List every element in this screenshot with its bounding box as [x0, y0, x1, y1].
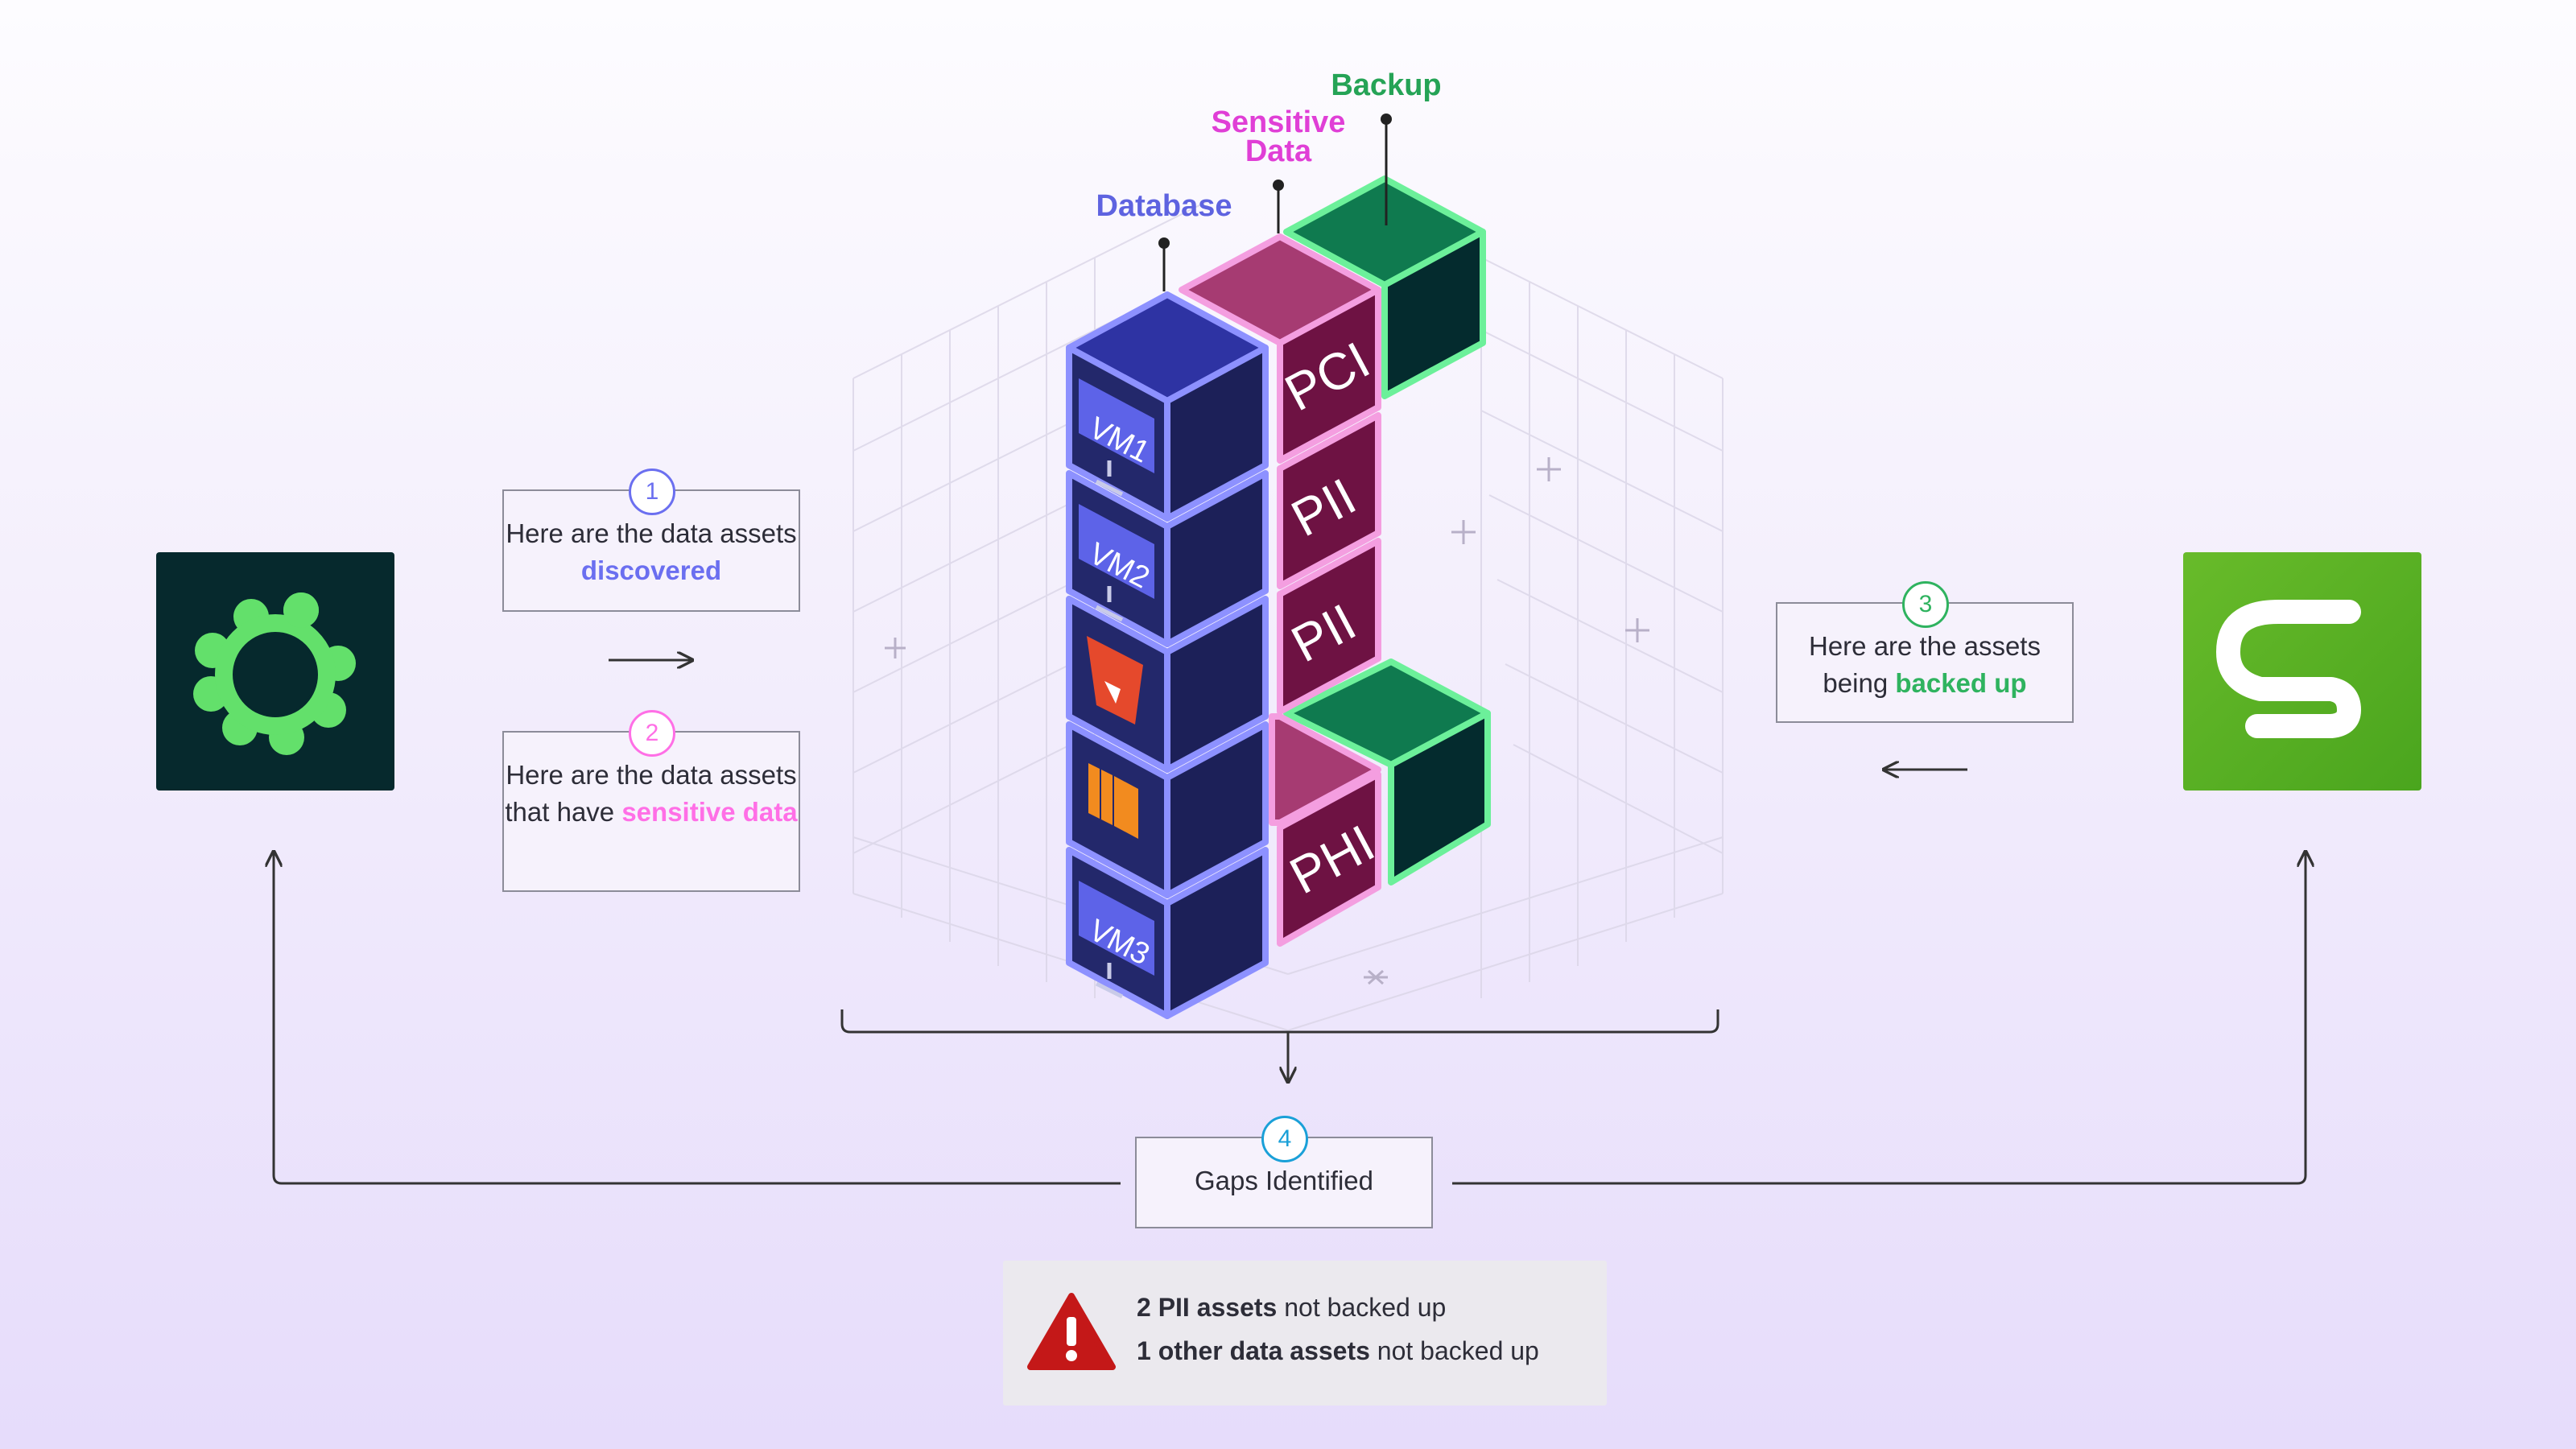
step-4-box: 4 Gaps Identified — [1135, 1116, 1433, 1228]
backup-label: Backup — [1331, 68, 1441, 102]
alert-line-1-bold: 2 PII assets — [1137, 1293, 1278, 1322]
step-2-text: Here are the data assets that have — [505, 760, 797, 827]
ring-logo-icon — [193, 592, 356, 755]
alert-line-2-bold: 1 other data assets — [1137, 1336, 1370, 1365]
step-2-box: 2 Here are the data assets that have sen… — [502, 710, 800, 892]
step-2-highlight: sensitive data — [621, 797, 798, 827]
alert-line-2: 1 other data assets not backed up — [1137, 1336, 1539, 1366]
database-cube-layers — [1066, 721, 1269, 898]
step-1-text: Here are the data assets — [506, 518, 797, 548]
step-4-number: 4 — [1261, 1116, 1308, 1162]
layers-icon — [1088, 763, 1138, 839]
monitor-icon — [1079, 378, 1154, 473]
s-logo-icon — [2216, 600, 2361, 738]
step-2-number: 2 — [629, 710, 675, 757]
step-3-text: Here are the assets being — [1809, 631, 2041, 698]
left-logo — [156, 552, 394, 791]
bucket-icon — [1087, 636, 1143, 724]
sensitive-cube-phi: PHI — [1269, 713, 1384, 947]
database-cube-vm1: VM1 — [1066, 345, 1269, 522]
gaps-alert: 2 PII assets not backed up 1 other data … — [1003, 1261, 1607, 1406]
sensitive-label-line1: Sensitive — [1212, 105, 1346, 139]
alert-line-2-rest: not backed up — [1377, 1336, 1539, 1365]
sensitive-cube-pii-2: PII — [1277, 538, 1381, 715]
flow-connectors — [274, 660, 2306, 1185]
sensitive-cube-pii-1: PII — [1277, 412, 1381, 589]
arrow-up-right-logo — [1452, 852, 2306, 1185]
column-pointers — [1162, 119, 1388, 291]
sensitive-cube-pci: PCI — [1276, 287, 1381, 464]
backup-cube-top — [1283, 175, 1486, 399]
step-1-highlight: discovered — [580, 555, 722, 585]
warning-icon — [1027, 1293, 1116, 1370]
database-cube-vm3: VM3 — [1066, 847, 1269, 1019]
backup-cube-bottom — [1283, 658, 1491, 886]
database-cube-vm2: VM2 — [1066, 470, 1269, 647]
step-3-number: 3 — [1902, 581, 1949, 628]
step-1-box: 1 Here are the data assets discovered — [502, 469, 800, 612]
database-cube-bucket — [1066, 596, 1269, 773]
step-3-highlight: backed up — [1895, 668, 2027, 698]
alert-line-1-rest: not backed up — [1284, 1293, 1447, 1322]
alert-line-1: 2 PII assets not backed up — [1137, 1293, 1446, 1323]
step-1-number: 1 — [629, 469, 675, 515]
step-4-text: Gaps Identified — [1195, 1166, 1373, 1195]
right-logo — [2183, 552, 2421, 791]
database-label: Database — [1096, 189, 1232, 223]
sensitive-label-line2: Data — [1245, 134, 1312, 168]
arrow-up-left-logo — [274, 852, 1121, 1185]
cubes-bracket — [840, 1009, 1719, 1034]
monitor-icon — [1079, 881, 1154, 976]
step-3-box: 3 Here are the assets being backed up — [1776, 581, 2074, 723]
plus-marks — [885, 457, 1649, 985]
monitor-icon — [1079, 504, 1154, 599]
